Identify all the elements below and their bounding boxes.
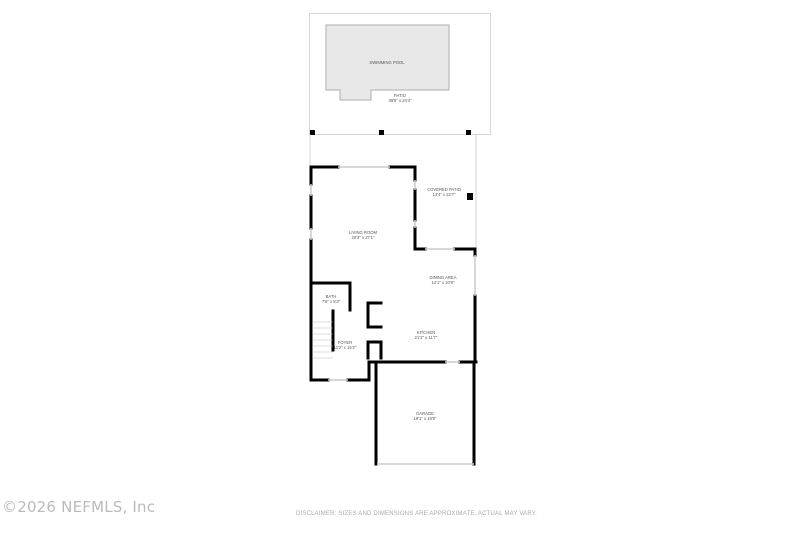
disclaimer: DISCLAIMER: SIZES AND DIMENSIONS ARE APP… — [296, 511, 538, 517]
bath-dims: 7'6" x 5'3" — [322, 299, 341, 304]
living-room-dims: 20'3" x 27'1" — [352, 235, 375, 240]
watermark: ©2026 NEFMLS, Inc — [2, 498, 156, 516]
stairs — [313, 321, 333, 359]
dining-area-dims: 12'1" x 10'8" — [432, 280, 455, 285]
patio-dims: 36'5" x 24'4" — [389, 98, 412, 103]
covered-patio-dims: 13'4" x 22'7" — [433, 192, 456, 197]
swimming-pool — [325, 24, 450, 101]
patio-outline — [309, 13, 491, 135]
garage-label: GARAGE — [416, 411, 434, 416]
covered-patio-label: COVERED PATIO — [427, 187, 462, 192]
living-room-label: LIVING ROOM — [349, 230, 377, 235]
pool-label: SWIMMING POOL — [369, 60, 405, 65]
covered-patio-outline — [309, 134, 477, 249]
bath-label: BATH — [326, 294, 337, 299]
foyer-dims: 11'2" x 15'2" — [334, 345, 357, 350]
kitchen-dims: 21'2" x 11'7" — [415, 335, 438, 340]
room-labels: SWIMMING POOL PATIO 36'5" x 24'4" COVERE… — [322, 60, 462, 421]
patio-posts — [310, 130, 473, 200]
dining-area-label: DINING AREA — [430, 275, 457, 280]
garage-dims: 19'1" x 19'9" — [414, 416, 437, 421]
walls — [309, 165, 478, 466]
windows — [310, 166, 476, 465]
patio-label: PATIO — [394, 93, 407, 98]
kitchen-label: KITCHEN — [417, 330, 435, 335]
foyer-label: FOYER — [338, 340, 352, 345]
